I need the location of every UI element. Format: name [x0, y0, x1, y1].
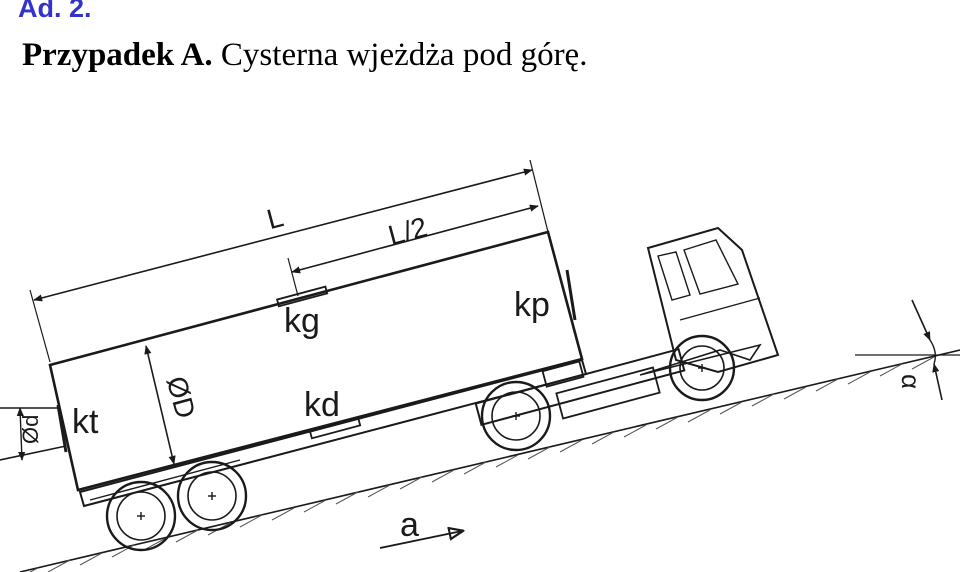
wheel-tractor-front [668, 334, 736, 402]
alpha-arrow-bottom [932, 363, 943, 401]
dimension-L-line [33, 168, 533, 302]
dimension-d-line [16, 407, 26, 461]
cab-side-window [657, 251, 691, 301]
truck-cab [646, 226, 780, 374]
cab-trim [679, 297, 761, 321]
fuel-tank [555, 366, 661, 420]
label-d: Ød [18, 415, 43, 444]
ground-hatching [29, 356, 935, 572]
kp-plate [565, 269, 577, 321]
acceleration-arrow [379, 531, 462, 549]
outlet-pipe-lower [0, 445, 67, 461]
mudguard-front [639, 343, 762, 376]
label-a: a [400, 506, 419, 544]
ground-line [19, 349, 960, 572]
tank-body [48, 230, 584, 492]
label-kg: kg [284, 302, 320, 340]
label-kt: kt [72, 403, 99, 441]
dimension-L-half-line [291, 204, 539, 274]
alpha-arrow-top [911, 299, 931, 341]
label-alpha: α [896, 374, 926, 389]
case-text: Cysterna wjeżdża pod górę. [220, 37, 588, 73]
alpha-arc [929, 339, 937, 365]
label-kp: kp [514, 286, 550, 324]
label-D: ØD [161, 373, 202, 422]
dimension-L-half-ext [287, 257, 299, 297]
label-L-half: L/2 [385, 211, 431, 251]
cab-front-window [683, 239, 740, 295]
dimension-D-line [144, 345, 176, 465]
wheel-trailer-front [176, 460, 248, 532]
wheel-trailer-rear [105, 480, 177, 552]
section-number: Ad. 2. [18, 0, 92, 23]
label-kd: kd [304, 386, 340, 424]
label-L: L [264, 201, 287, 235]
dimension-L-ext-right [529, 159, 549, 233]
dimension-L-ext-left [29, 289, 51, 363]
wheel-tractor-rear [480, 380, 552, 452]
case-prefix: Przypadek A. [22, 37, 213, 73]
kt-plate [56, 404, 68, 453]
case-title: Przypadek A. Cysterna wjeżdża pod górę. [22, 39, 587, 72]
fifth-wheel-block [541, 360, 585, 388]
